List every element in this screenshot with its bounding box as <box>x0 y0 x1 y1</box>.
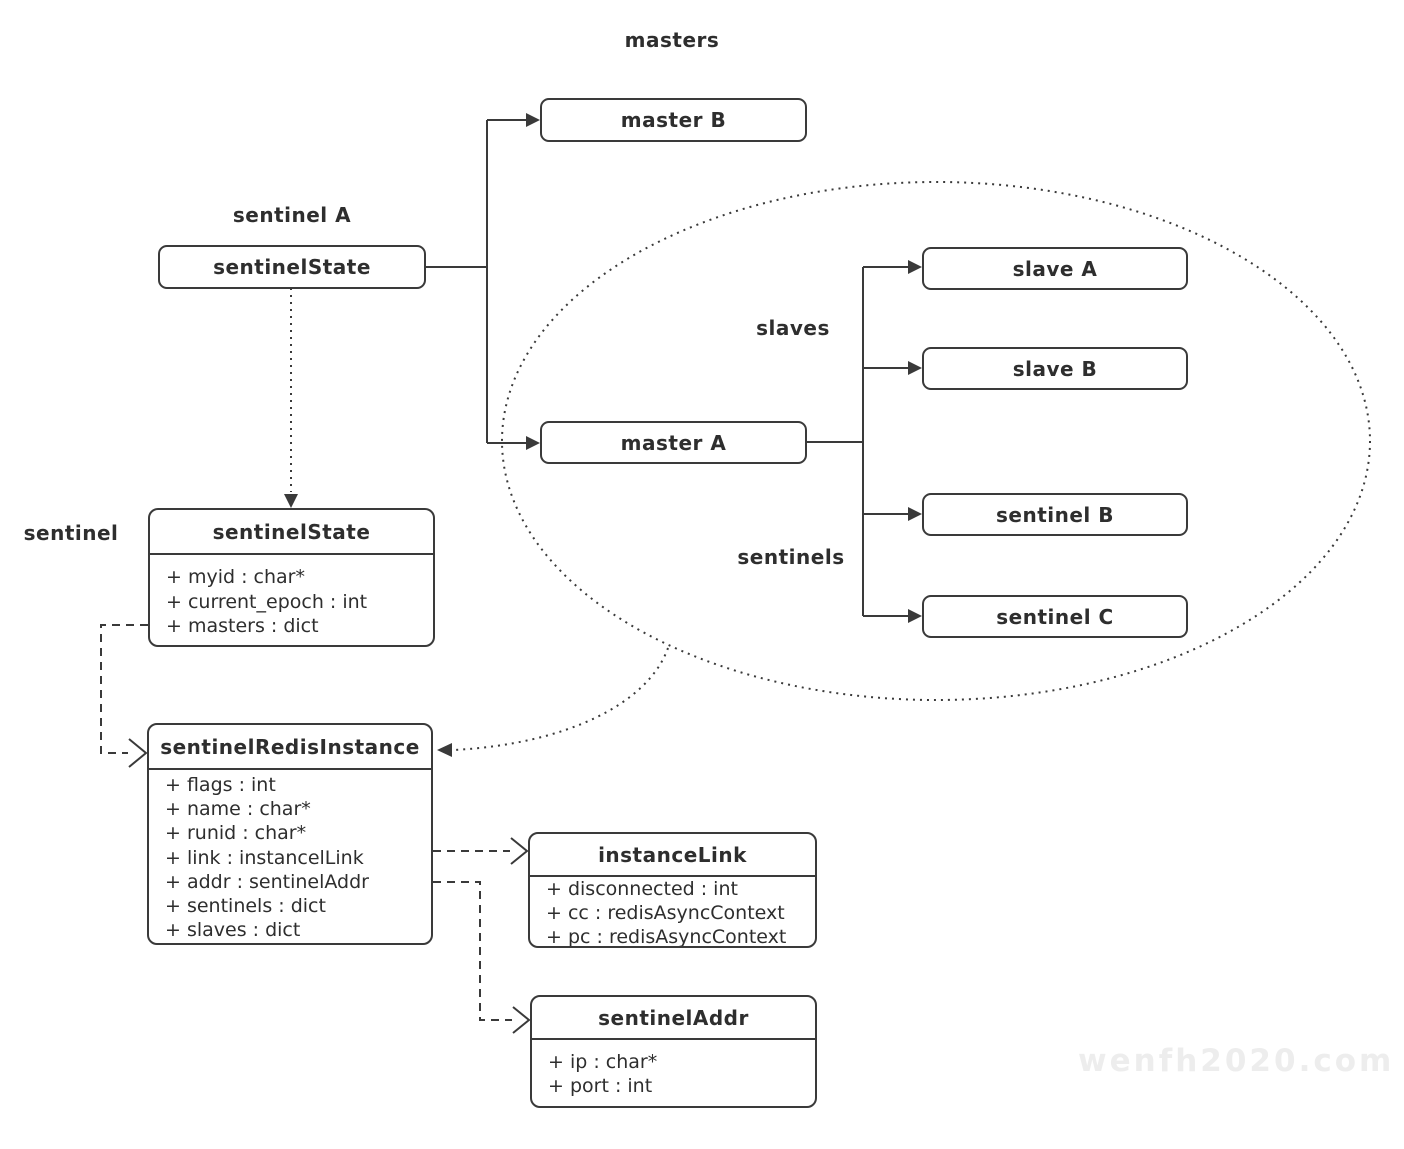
node-sentinelstate: sentinelState <box>158 245 426 289</box>
arrowhead-sentinel-b <box>908 507 922 521</box>
node-slave-b: slave B <box>922 347 1188 390</box>
open-arrowhead-instancelink <box>510 837 529 865</box>
class-sentinelstate: sentinelState + myid : char* + current_e… <box>148 508 435 647</box>
class-sentinelredisinstance: sentinelRedisInstance + flags : int + na… <box>147 723 433 945</box>
field-sentinels: + sentinels : dict <box>165 895 326 918</box>
node-sentinel-c: sentinel C <box>922 595 1188 638</box>
field-ip: + ip : char* <box>548 1051 658 1073</box>
arrowhead-slave-b <box>908 361 922 375</box>
field-myid: + myid : char* <box>166 566 305 588</box>
node-sentinel-b: sentinel B <box>922 493 1188 536</box>
node-master-a: master A <box>540 421 807 464</box>
edge-addr-to-sentineladdr <box>433 881 512 1021</box>
field-name: + name : char* <box>165 798 311 821</box>
field-current-epoch: + current_epoch : int <box>166 590 368 613</box>
class-sentineladdr-title: sentinelAddr <box>532 997 815 1040</box>
field-runid: + runid : char* <box>165 822 307 845</box>
open-arrowhead-sentinelredisinstance <box>128 738 148 768</box>
node-slave-a: slave A <box>922 247 1188 290</box>
class-sentinelstate-title: sentinelState <box>150 510 433 555</box>
watermark: wenfh2020.com <box>1078 1043 1395 1079</box>
arrowhead-master-b <box>526 113 540 127</box>
label-sentinel-a: sentinel A <box>232 203 352 227</box>
arrowhead-slave-a <box>908 260 922 274</box>
field-disconnected: + disconnected : int <box>546 878 738 900</box>
arrowhead-master-a <box>526 436 540 450</box>
arrowhead-sentinel-c <box>908 609 922 623</box>
edge-ellipse-to-sentinelredisinstance <box>453 647 669 751</box>
field-link: + link : instancelLink <box>165 846 364 869</box>
field-addr: + addr : sentinelAddr <box>165 870 369 893</box>
class-instancelink-title: instanceLink <box>530 834 815 877</box>
label-sentinel: sentinel <box>23 521 119 545</box>
field-port: + port : int <box>548 1075 653 1097</box>
field-cc: + cc : redisAsyncContext <box>546 902 785 924</box>
field-pc: + pc : redisAsyncContext <box>546 926 787 948</box>
label-masters: masters <box>624 28 720 52</box>
class-sentinelredisinstance-title: sentinelRedisInstance <box>149 725 431 770</box>
node-master-b: master B <box>540 98 807 142</box>
field-masters: + masters : dict <box>166 615 319 637</box>
cluster-ellipse <box>501 181 1371 701</box>
field-flags: + flags : int <box>165 774 276 796</box>
label-slaves: slaves <box>756 316 830 340</box>
class-sentineladdr: sentinelAddr + ip : char* + port : int <box>530 995 817 1108</box>
arrowhead-sentinelstate-class <box>284 494 298 508</box>
field-slaves: + slaves : dict <box>165 919 301 942</box>
arrowhead-ellipse-to-instance <box>437 743 452 757</box>
class-instancelink: instanceLink + disconnected : int + cc :… <box>528 832 817 948</box>
open-arrowhead-sentineladdr <box>512 1006 531 1034</box>
edge-sentinelstate-masters-to-instance <box>100 624 148 754</box>
label-sentinels: sentinels <box>737 545 845 569</box>
